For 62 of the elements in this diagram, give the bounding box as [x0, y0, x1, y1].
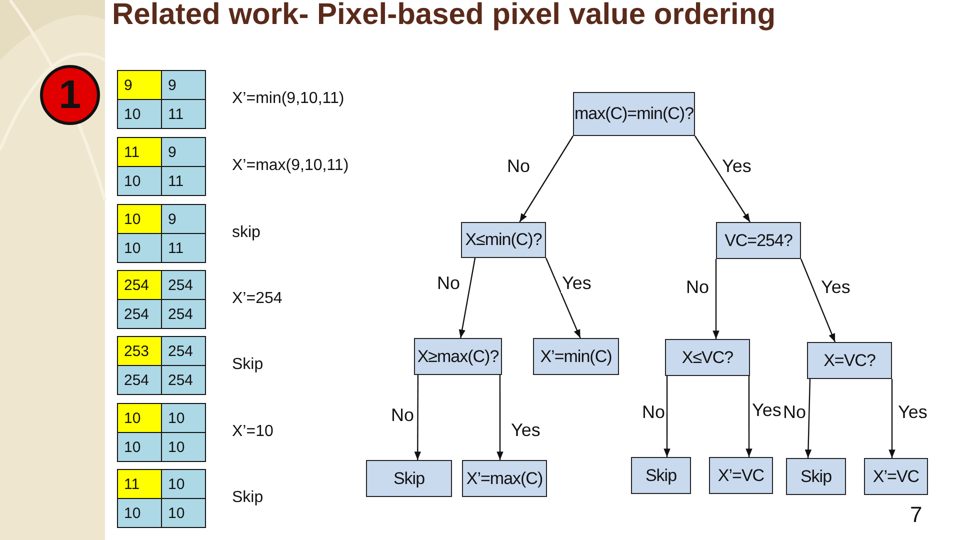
pixel-cell: 10 — [117, 204, 162, 234]
pixel-cell: 9 — [161, 137, 206, 167]
decision-box: X’=VC — [709, 457, 773, 494]
arrow — [545, 258, 581, 338]
decision-box: Skip — [786, 458, 846, 495]
decision-box: X’=max(C) — [462, 460, 547, 497]
decision-box: X’=min(C) — [533, 338, 619, 375]
arrow — [888, 379, 896, 458]
pixel-cell: 254 — [161, 270, 206, 300]
decision-box: X≤VC? — [665, 339, 750, 376]
pixel-cell: 11 — [117, 469, 162, 499]
result-text: Skip — [232, 489, 264, 507]
pixel-cell: 254 — [161, 365, 206, 395]
pixel-cell: 254 — [161, 336, 206, 366]
decision-box: X’=VC — [864, 458, 928, 495]
page-number: 7 — [910, 502, 922, 528]
result-text: Skip — [232, 356, 264, 374]
decision-box: Skip — [366, 460, 452, 497]
pixel-cell: 10 — [161, 469, 206, 499]
pixel-cell: 9 — [161, 204, 206, 234]
pixel-cell: 11 — [161, 99, 206, 129]
pixel-cell: 254 — [117, 270, 162, 300]
pixel-cell: 9 — [117, 70, 162, 100]
pixel-cell: 11 — [161, 166, 206, 196]
pixel-cell: 11 — [117, 137, 162, 167]
decision-box: X≥max(C)? — [414, 338, 502, 375]
result-text: X’=min(9,10,11) — [232, 90, 344, 108]
slide-title: Related work- Pixel-based pixel value ordering — [112, 0, 777, 32]
pixel-cell: 11 — [161, 233, 206, 263]
pixel-cell: 10 — [161, 498, 206, 528]
pixel-cell: 254 — [117, 299, 162, 329]
pixel-cell: 10 — [117, 432, 162, 462]
decision-box: VC=254? — [716, 222, 801, 259]
pixel-cell: 10 — [161, 403, 206, 433]
arrow — [519, 136, 574, 222]
pixel-cell: 254 — [117, 365, 162, 395]
pixel-cell: 10 — [117, 498, 162, 528]
pixel-cell: 10 — [117, 403, 162, 433]
arrow — [746, 376, 752, 457]
decision-box: X=VC? — [807, 342, 892, 379]
result-text: X’=10 — [232, 423, 274, 441]
decision-box: max(C)=min(C)? — [573, 92, 695, 136]
pixel-cell: 10 — [117, 233, 162, 263]
arrow — [804, 378, 812, 458]
pixel-cell: 10 — [117, 99, 162, 129]
arrow — [800, 258, 836, 342]
decision-box: Skip — [631, 457, 691, 494]
decision-box: X≤min(C)? — [461, 222, 546, 258]
arrow — [664, 376, 670, 457]
pixel-cell: 10 — [117, 166, 162, 196]
arrow — [414, 375, 421, 460]
arrow — [458, 258, 476, 338]
result-text: skip — [232, 224, 260, 242]
pixel-cell: 10 — [161, 432, 206, 462]
arrow — [712, 259, 720, 339]
arrow — [694, 136, 750, 222]
pixel-cell: 253 — [117, 336, 162, 366]
pixel-cell: 254 — [161, 299, 206, 329]
arrow — [496, 375, 504, 460]
result-text: X’=254 — [232, 290, 282, 308]
pixel-cell: 9 — [161, 70, 206, 100]
result-text: X’=max(9,10,11) — [232, 157, 349, 175]
